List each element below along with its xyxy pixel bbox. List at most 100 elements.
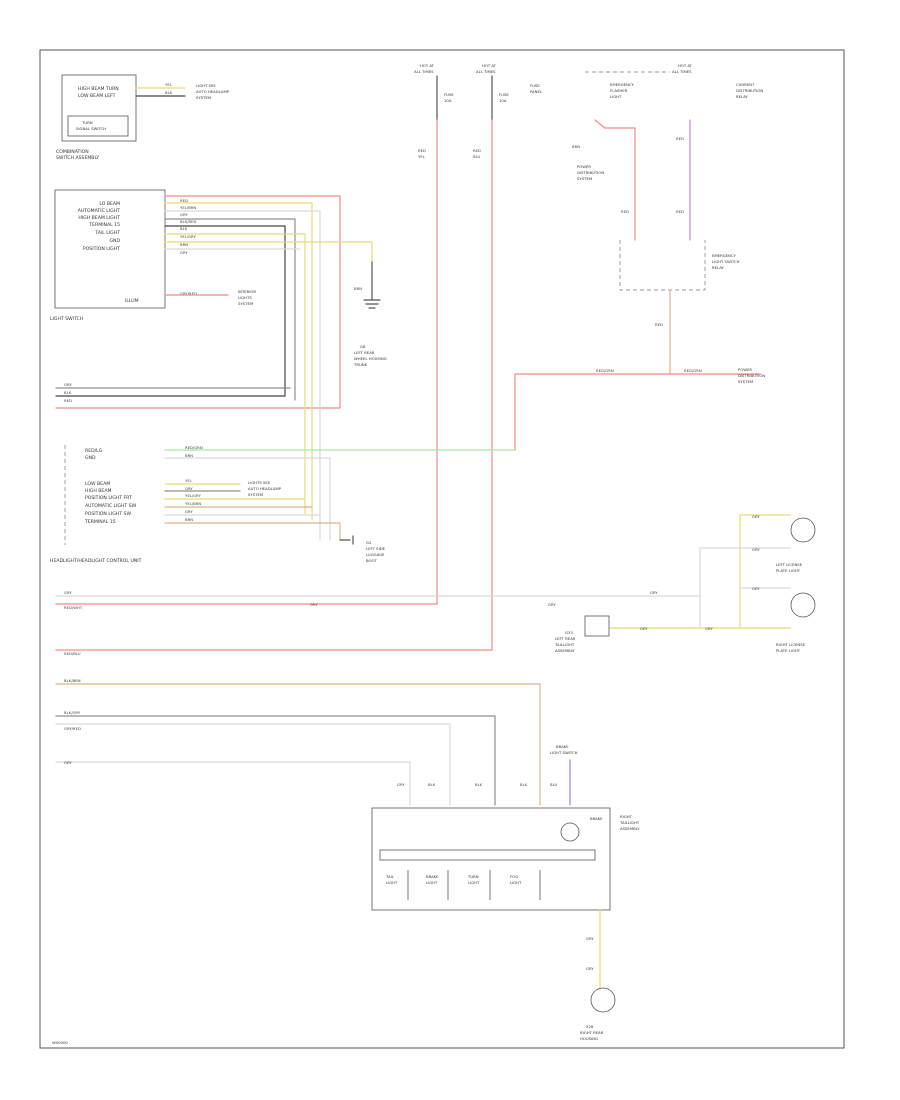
svg-text:GRY/RED: GRY/RED [180, 291, 197, 296]
svg-text:SYSTEM: SYSTEM [196, 95, 211, 100]
svg-text:LUGGAGE: LUGGAGE [366, 552, 385, 557]
back-up-lamp: X26 RIGHT REAR HOUSING [580, 987, 616, 1041]
svg-text:GRY: GRY [586, 966, 594, 971]
svg-text:POSITION LIGHT FRT: POSITION LIGHT FRT [85, 495, 132, 501]
svg-text:LIGHT SWITCH: LIGHT SWITCH [712, 259, 740, 264]
ground-symbol: BRN G8 LEFT REAR WHEEL HOUSING TRUNK [353, 261, 387, 367]
svg-text:YEL/BRN: YEL/BRN [185, 501, 201, 506]
svg-text:RELAY: RELAY [736, 94, 749, 99]
svg-text:WHEEL HOUSING: WHEEL HOUSING [354, 356, 387, 361]
svg-text:GRY: GRY [752, 514, 760, 519]
svg-text:TRUNK: TRUNK [353, 362, 368, 367]
left-license-lamp: LEFT LICENSE PLATE LIGHT [776, 517, 816, 573]
svg-text:LEFT REAR: LEFT REAR [555, 636, 576, 641]
svg-text:AUTO HEADLAMP: AUTO HEADLAMP [248, 486, 282, 491]
svg-text:BLK/RED: BLK/RED [180, 219, 197, 224]
svg-text:BOOT: BOOT [366, 558, 378, 563]
svg-text:BLK/BRN: BLK/BRN [64, 678, 81, 683]
svg-text:HIGH BEAM: HIGH BEAM [85, 488, 111, 494]
svg-text:LIGHT: LIGHT [510, 880, 522, 885]
svg-text:RIGHT: RIGHT [620, 814, 633, 819]
svg-text:INTERIOR: INTERIOR [238, 289, 256, 294]
svg-text:BRN: BRN [185, 517, 193, 522]
svg-text:POSITION LIGHT: POSITION LIGHT [83, 246, 120, 252]
svg-text:GRY: GRY [64, 382, 72, 387]
svg-text:PANEL: PANEL [530, 89, 543, 94]
svg-text:ALL TIMES: ALL TIMES [672, 69, 692, 74]
svg-text:DISTRIBUTION: DISTRIBUTION [736, 88, 763, 93]
svg-text:GRY: GRY [310, 602, 318, 607]
svg-text:BRN: BRN [572, 144, 580, 149]
svg-text:RED: RED [473, 148, 481, 153]
svg-text:G8: G8 [360, 344, 366, 349]
svg-text:RED/WHT: RED/WHT [64, 605, 83, 610]
svg-text:PLATE LIGHT: PLATE LIGHT [776, 648, 801, 653]
svg-text:RED: RED [655, 322, 663, 327]
svg-text:COMBINATION: COMBINATION [56, 149, 89, 155]
svg-text:BRAKE: BRAKE [556, 744, 569, 749]
svg-text:TERMINAL 15: TERMINAL 15 [84, 519, 116, 525]
svg-text:GRY: GRY [650, 590, 658, 595]
svg-text:GRY: GRY [180, 212, 188, 217]
svg-text:LIGHTS SEE: LIGHTS SEE [248, 480, 271, 485]
svg-text:LIGHT: LIGHT [426, 880, 438, 885]
svg-text:AUTO HEADLAMP: AUTO HEADLAMP [196, 89, 230, 94]
svg-text:GRY: GRY [752, 547, 760, 552]
svg-text:TURN: TURN [467, 874, 479, 879]
svg-text:LEFT REAR: LEFT REAR [354, 350, 375, 355]
svg-text:FUSE: FUSE [530, 83, 540, 88]
svg-text:TAILLIGHT: TAILLIGHT [554, 642, 575, 647]
svg-text:BRN: BRN [185, 453, 193, 458]
svg-text:10A: 10A [499, 98, 507, 103]
svg-text:BRAKE: BRAKE [590, 816, 603, 821]
svg-text:YEL/GRY: YEL/GRY [185, 493, 201, 498]
svg-text:FLASHER: FLASHER [610, 88, 628, 93]
svg-text:BRAKE: BRAKE [426, 874, 439, 879]
svg-text:PLATE LIGHT: PLATE LIGHT [776, 568, 801, 573]
svg-text:BLK: BLK [475, 782, 483, 787]
svg-text:BRN: BRN [354, 286, 362, 291]
svg-text:RED: RED [64, 398, 72, 403]
svg-text:RED: RED [180, 198, 188, 203]
svg-text:TAILLIGHT: TAILLIGHT [619, 820, 640, 825]
svg-text:RELAY: RELAY [712, 265, 725, 270]
svg-text:YEL: YEL [185, 478, 193, 483]
svg-text:FUSE: FUSE [444, 92, 454, 97]
svg-text:DISTRIBUTION: DISTRIBUTION [738, 373, 765, 378]
svg-text:BLK: BLK [520, 782, 528, 787]
svg-text:HOT AT: HOT AT [420, 63, 435, 68]
svg-text:HOUSING: HOUSING [580, 1036, 598, 1041]
svg-text:GRY: GRY [397, 782, 405, 787]
svg-text:RED/LG: RED/LG [85, 448, 103, 454]
svg-text:SIGNAL SWITCH: SIGNAL SWITCH [76, 126, 106, 131]
svg-text:POWER: POWER [577, 164, 591, 169]
svg-text:GRY: GRY [64, 760, 72, 765]
svg-text:SWITCH ASSEMBLY: SWITCH ASSEMBLY [56, 155, 99, 161]
svg-text:GRY: GRY [548, 602, 556, 607]
svg-text:POSITION LIGHT SW: POSITION LIGHT SW [85, 511, 131, 517]
ground-g2: G2 LEFT SIDE LUGGAGE BOOT [339, 535, 386, 563]
svg-text:SYSTEM: SYSTEM [248, 492, 263, 497]
svg-text:BLU: BLU [550, 782, 558, 787]
svg-text:BLK: BLK [180, 226, 188, 231]
svg-text:HIGH BEAM TURN: HIGH BEAM TURN [78, 86, 119, 92]
svg-text:LIGHT: LIGHT [386, 880, 398, 885]
svg-text:RED/GRN: RED/GRN [596, 368, 614, 373]
svg-text:G2: G2 [366, 540, 372, 545]
svg-text:TERMINAL 15: TERMINAL 15 [88, 222, 120, 228]
svg-text:BLK: BLK [64, 390, 72, 395]
light-switch-block: LO BEAM AUTOMATIC LIGHT HIGH BEAM LIGHT … [50, 189, 256, 322]
combination-switch-block: HIGH BEAM TURN LOW BEAM LEFT TURN SIGNAL… [56, 74, 230, 161]
svg-text:FOG: FOG [510, 874, 518, 879]
svg-text:EMERGENCY: EMERGENCY [610, 82, 634, 87]
svg-text:LIGHTS: LIGHTS [238, 295, 252, 300]
svg-text:RED/GRN: RED/GRN [684, 368, 702, 373]
svg-text:RED: RED [676, 209, 684, 214]
svg-text:TURN: TURN [81, 120, 93, 125]
svg-text:LIGHT SWITCH: LIGHT SWITCH [550, 750, 578, 755]
svg-text:RED/GRN: RED/GRN [185, 445, 203, 450]
svg-text:FUSE: FUSE [499, 92, 509, 97]
svg-text:LOW BEAM: LOW BEAM [85, 481, 110, 487]
svg-text:GRY/RED: GRY/RED [64, 726, 81, 731]
right-license-lamp: RIGHT LICENSE PLATE LIGHT [776, 592, 816, 653]
